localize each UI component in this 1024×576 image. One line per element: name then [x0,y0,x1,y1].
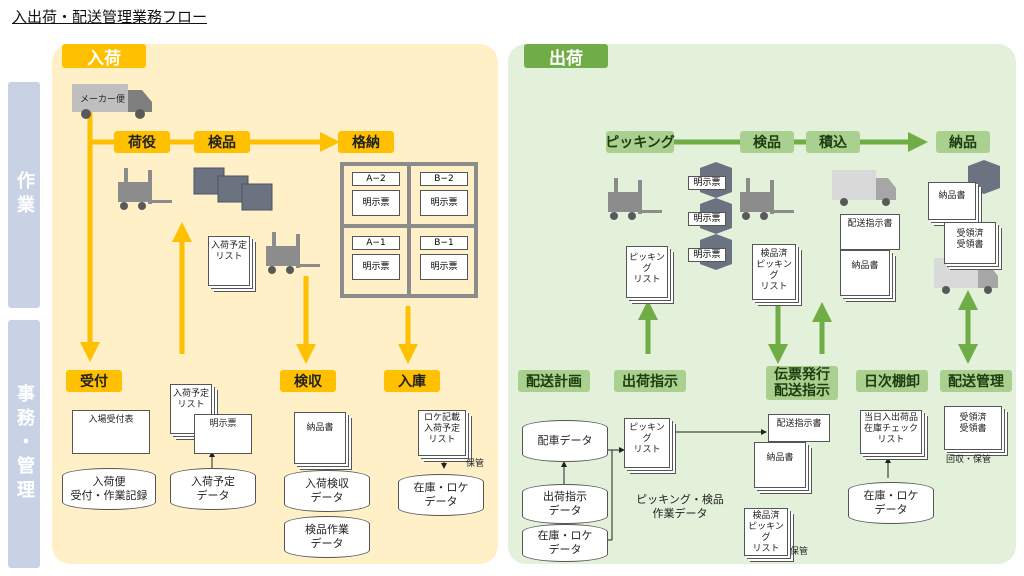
step-receive[interactable]: 受付 [66,370,122,392]
outbound-tab[interactable]: 出荷 [524,44,608,69]
doc-reception-sheet: 入場受付表 [72,410,150,454]
step-check[interactable]: 検収 [280,370,336,392]
doc-picking-list: ピッキング リスト [626,246,668,298]
db-inspect-data: 検品作業 データ [284,516,370,558]
truck-icon [72,84,152,119]
doc-picking-list-2: ピッキング リスト [624,418,670,468]
step-plan[interactable]: 配送計画 [518,370,590,392]
step-manage[interactable]: 配送管理 [940,370,1012,392]
step-instruct[interactable]: 出荷指示 [614,370,686,392]
rack-slip: 明示票 [420,254,468,280]
rack-slip: 明示票 [352,254,400,280]
rack-label-b2: B−2 [420,172,468,186]
rack-slip: 明示票 [352,190,400,216]
label-keep-out: 保管 [790,547,809,557]
doc-delivery-note-2: 納品書 [928,182,976,220]
step-deliver[interactable]: 納品 [936,131,990,153]
doc-delivery-note: 納品書 [294,412,346,464]
step-unload[interactable]: 荷役 [114,131,170,153]
doc-loc-list: ロケ記載 入荷予定 リスト [418,410,466,456]
doc-plan-list: 入荷予定 リスト [208,236,250,286]
rack-slip: 明示票 [420,190,468,216]
db-stock-loc-in: 在庫・ロケ データ [398,474,484,516]
doc-dispatch-sheet-2: 配送指示書 [768,414,830,442]
step-stock-in[interactable]: 入庫 [384,370,440,392]
rack-label-a1: A−1 [352,236,400,250]
db-truck-record: 入荷便 受付・作業記録 [62,468,156,510]
truck-label: メーカー便 [80,95,126,105]
doc-dispatch-sheet: 配送指示書 [840,214,900,250]
step-inventory[interactable]: 日次棚卸 [856,370,928,392]
doc-checked-list: 検品済 ピッキング リスト [752,244,796,300]
side-label-work: 作業 [8,82,40,308]
rack-label-b1: B−1 [420,236,468,250]
box-slip-2: 明示票 [688,212,726,226]
page-title: 入出荷・配送管理業務フロー [12,8,208,26]
box-slip-3: 明示票 [688,248,726,262]
step-inspect-in[interactable]: 検品 [194,131,250,153]
inbound-tab[interactable]: 入荷 [62,44,146,69]
step-store[interactable]: 格納 [338,131,394,153]
step-slip-issue[interactable]: 伝票発行 配送指示 [766,366,838,400]
rack-label-a2: A−2 [352,172,400,186]
db-ship-instr-data: 出荷指示 データ [522,484,608,524]
db-stock-loc-out-2: 在庫・ロケ データ [848,482,934,524]
step-load[interactable]: 積込 [806,131,860,153]
db-pick-insp-data: ピッキング・検品 作業データ [636,493,724,520]
side-label-office: 事務・管理 [8,320,40,568]
db-vehicle-data: 配車データ [522,420,608,462]
step-picking[interactable]: ピッキング [605,131,675,153]
doc-delivery-note-3: 納品書 [754,442,806,488]
db-stock-loc-out: 在庫・ロケ データ [522,524,608,562]
doc-checked-list-2: 検品済 ピッキング リスト [744,508,788,556]
step-inspect-out[interactable]: 検品 [740,131,794,153]
doc-receipt: 受領済 受領書 [944,222,996,264]
box-slip-1: 明示票 [688,176,726,190]
label-collect: 回収・保管 [946,455,992,465]
doc-slip: 明示票 [194,414,252,454]
doc-receipt-2: 受領済 受領書 [944,406,1002,450]
doc-delivery-note-out: 納品書 [840,250,890,296]
db-check-data: 入荷検収 データ [284,470,370,512]
db-plan-data: 入荷予定 データ [170,468,256,510]
doc-stock-check: 当日入出荷品 在庫チェック リスト [860,410,922,454]
label-keep-in: 保管 [466,459,485,469]
